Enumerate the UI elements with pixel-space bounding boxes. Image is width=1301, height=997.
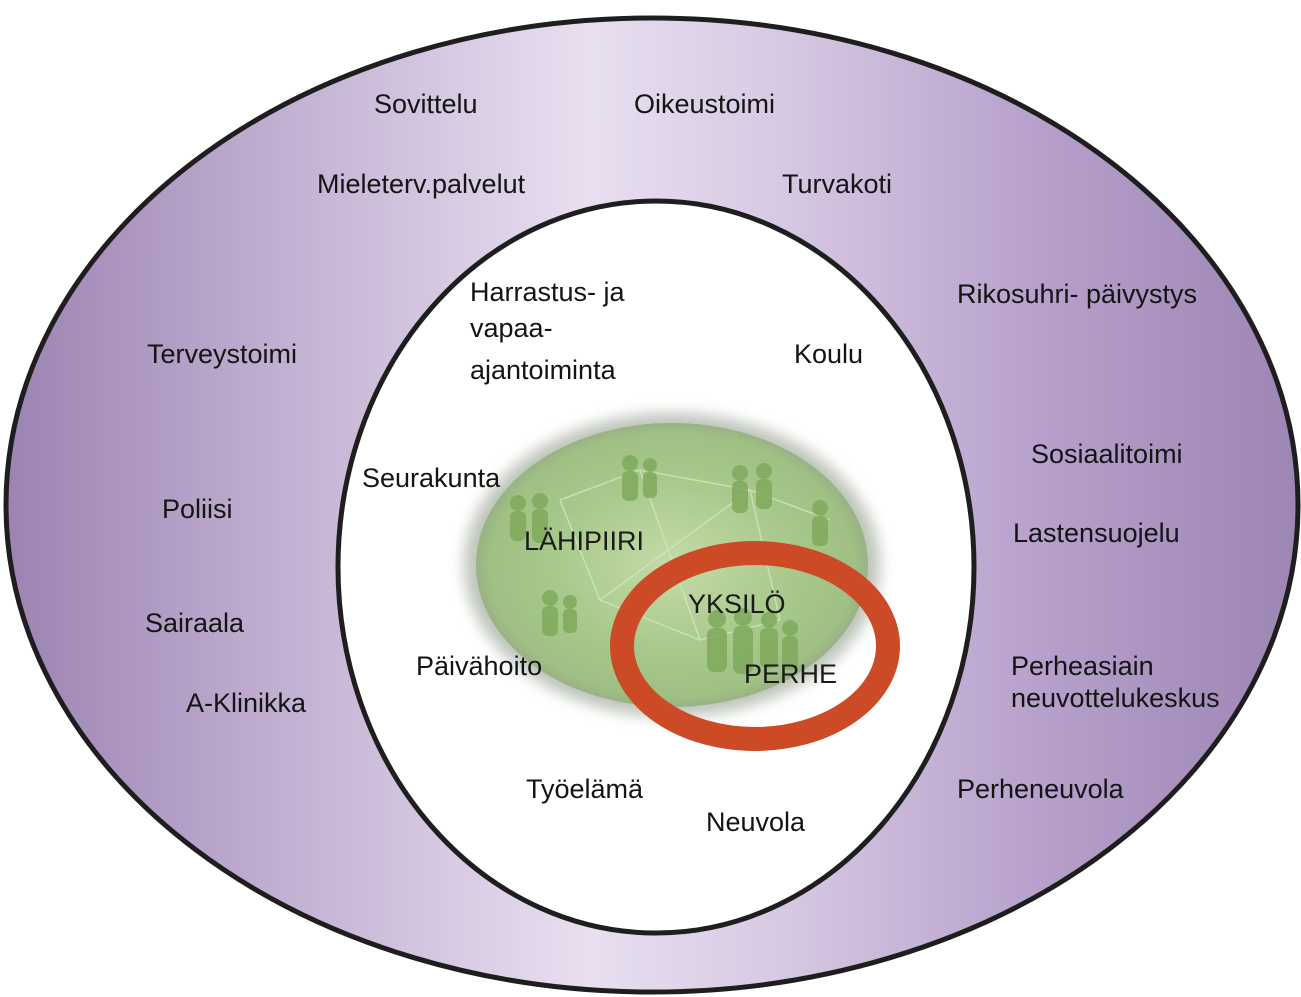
- label-harrastus-line1: Harrastus- ja: [470, 277, 625, 307]
- label-perheasiain-neuvottelukeskus: Perheasiain neuvottelukeskus: [1011, 651, 1220, 713]
- label-rikosuhripaivystys: Rikosuhri- päivystys: [957, 279, 1198, 309]
- label-lahipiiri: LÄHIPIIRI: [524, 526, 645, 556]
- label-harrastus-line3: ajantoiminta: [470, 355, 616, 385]
- label-koulu: Koulu: [794, 339, 864, 369]
- label-seurakunta: Seurakunta: [362, 463, 501, 493]
- label-sairaala: Sairaala: [145, 608, 245, 638]
- label-paivahoito: Päivähoito: [416, 651, 543, 681]
- label-perheneuvola: Perheneuvola: [957, 774, 1124, 804]
- label-perhe: PERHE: [744, 659, 838, 689]
- label-mielenterveyspalvelut: Mieleterv.palvelut: [317, 169, 526, 199]
- label-harrastus-line2: vapaa-: [470, 313, 553, 343]
- label-tyoelama: Työelämä: [526, 774, 644, 804]
- label-lastensuojelu: Lastensuojelu: [1013, 518, 1180, 548]
- label-sovittelu: Sovittelu: [374, 89, 478, 119]
- label-sosiaalitoimi: Sosiaalitoimi: [1031, 439, 1183, 469]
- label-yksilo: YKSILÖ: [688, 589, 786, 619]
- label-a-klinikka: A-Klinikka: [186, 688, 307, 718]
- label-neuvola: Neuvola: [706, 807, 806, 837]
- label-turvakoti: Turvakoti: [782, 169, 893, 199]
- label-oikeustoimi: Oikeustoimi: [634, 89, 776, 119]
- label-terveystoimi: Terveystoimi: [147, 339, 298, 369]
- label-poliisi: Poliisi: [162, 494, 233, 524]
- yksilo-perhe-ring: [610, 541, 900, 751]
- people-icon: [510, 455, 828, 674]
